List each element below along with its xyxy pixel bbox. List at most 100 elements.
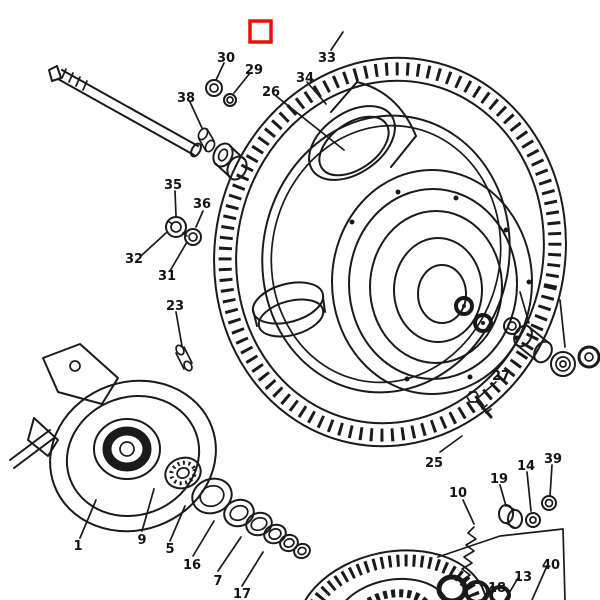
window-side: [322, 296, 326, 313]
hub-hole: [119, 441, 135, 457]
tire-bead-line: [270, 124, 502, 384]
callout-23: 23: [166, 299, 184, 314]
callout-29: 29: [245, 63, 263, 78]
callout-1: 1: [73, 539, 82, 554]
adjuster-nut: [550, 351, 576, 377]
callout-27: 27: [492, 369, 510, 384]
axle-thread: [75, 76, 81, 87]
window-side: [252, 309, 258, 327]
callout-7: 7: [213, 574, 222, 589]
end-ring: [577, 345, 600, 369]
rim-hole: [404, 376, 410, 382]
leader-line: [519, 291, 530, 324]
callout-19: 19: [490, 472, 508, 487]
axle-thread: [82, 80, 88, 91]
oil-seal: [191, 477, 233, 515]
lock-nut-part-35: [165, 216, 188, 238]
callout-17: 17: [233, 587, 251, 600]
bushing-part-38: [197, 127, 216, 153]
tire-shoulder-line: [235, 79, 545, 425]
callout-14: 14: [517, 459, 535, 474]
rim-hole: [395, 189, 401, 195]
callout-35: 35: [164, 178, 182, 193]
nut-part-39: [541, 495, 557, 511]
callout-16: 16: [183, 558, 201, 573]
callout-36: 36: [193, 197, 211, 212]
axle-nut-part-30: [205, 79, 223, 97]
rim-flange-outer: [331, 169, 533, 395]
brake-backing-plate: [9, 343, 217, 533]
callout-numbers: 30 29 38 26 34 33 35 36 32 31 23 27 25 1…: [73, 51, 562, 600]
callout-26: 26: [262, 85, 280, 100]
drum-hub-splines: [350, 589, 434, 600]
washer-part-29: [223, 93, 237, 107]
rim-hole: [467, 374, 473, 380]
spring-part-10: [460, 526, 477, 582]
cylinder-lip-inner: [318, 115, 390, 177]
axle-assembly: [48, 65, 248, 372]
rim-hole: [503, 227, 509, 233]
spacer-ring: [263, 523, 287, 545]
tire-tread: [218, 62, 562, 442]
torque-stay: [9, 429, 51, 461]
pin-part-23: [175, 344, 193, 372]
axle-thread: [61, 68, 67, 79]
axle-shaft: [57, 78, 195, 156]
tire-assembly: [213, 56, 567, 448]
callout-40: 40: [542, 558, 560, 573]
tire-window-cylinder: [251, 281, 326, 338]
callout-39: 39: [544, 452, 562, 467]
callout-32: 32: [125, 252, 143, 267]
callout-31: 31: [158, 269, 176, 284]
callout-5: 5: [165, 542, 174, 557]
hub-bore-dark: [102, 426, 152, 472]
callout-9: 9: [137, 533, 146, 548]
rim-flange-inner: [348, 188, 518, 380]
rim-hole: [514, 335, 520, 341]
right-side-parts: [466, 291, 600, 419]
rim-hole: [453, 195, 459, 201]
rim-hole: [526, 279, 532, 285]
roller-part-19: [498, 504, 523, 529]
axle-thread: [68, 72, 74, 83]
brake-cam-lever: [42, 343, 119, 405]
callout-leader-lines: [79, 31, 553, 600]
spacer-ring: [293, 542, 311, 560]
spacer-ring: [279, 533, 299, 553]
cylinder-side: [390, 135, 417, 168]
plate-outer: [49, 379, 217, 533]
thrust-washer: [503, 317, 521, 335]
wheel-rim: [331, 169, 533, 395]
bearing-bore: [454, 296, 474, 316]
ball-bearing: [164, 456, 202, 490]
bearing-seal-stack: [164, 456, 311, 560]
callout-33: 33: [318, 51, 336, 66]
anchor-lug: [27, 417, 59, 457]
spacer-ring: [245, 511, 273, 537]
bearing-bore-center: [462, 304, 466, 308]
annotation-target-box: [248, 19, 273, 44]
hub-boss: [93, 418, 161, 480]
spacer-ring: [223, 498, 255, 528]
window-base: [257, 298, 325, 338]
leader-line: [559, 299, 566, 348]
callout-10: 10: [449, 486, 467, 501]
tire-outer-edge: [213, 56, 567, 448]
hub-face: [393, 237, 483, 343]
hub-center: [417, 264, 467, 324]
washer-part-36: [184, 228, 202, 246]
spacer-collar: [212, 142, 248, 181]
bearing-bore: [473, 313, 493, 333]
drum-inner: [333, 577, 451, 600]
rim-band-cylinder: [308, 81, 417, 181]
cylinder-lip-outer: [308, 105, 396, 181]
rim-well: [369, 210, 503, 364]
callout-13: 13: [514, 570, 532, 585]
callout-25: 25: [425, 456, 443, 471]
callout-38: 38: [177, 91, 195, 106]
callout-18: 18: [488, 581, 506, 596]
plate-inner: [65, 395, 201, 517]
callout-30: 30: [217, 51, 235, 66]
